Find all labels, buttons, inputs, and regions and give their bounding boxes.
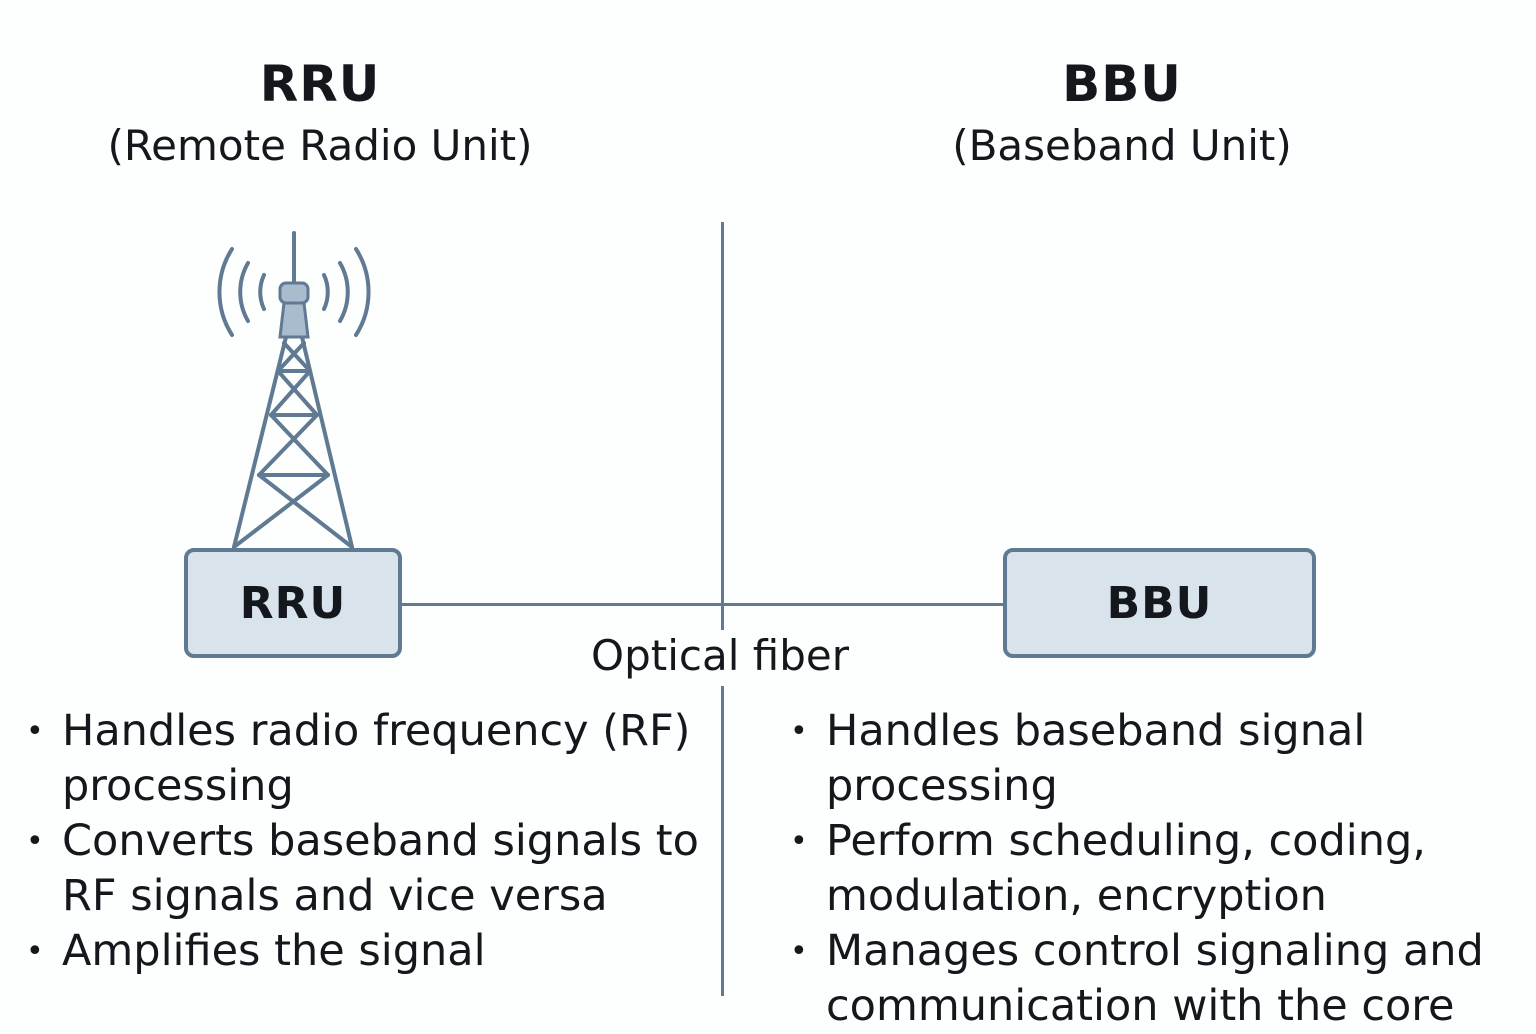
bbu-heading: BBU (Baseband Unit) <box>872 56 1372 172</box>
optical-fiber-line <box>400 603 1006 606</box>
bbu-box: BBU <box>1003 548 1316 658</box>
rru-heading: RRU (Remote Radio Unit) <box>70 56 570 172</box>
bbu-box-label: BBU <box>1106 577 1213 629</box>
bbu-title: BBU <box>1062 55 1182 113</box>
rru-box: RRU <box>184 548 402 658</box>
rru-box-label: RRU <box>239 577 347 629</box>
center-divider-bottom <box>721 686 724 996</box>
bbu-subtitle: (Baseband Unit) <box>952 121 1292 170</box>
bbu-bullet: Handles baseband signal processing <box>790 704 1530 814</box>
center-divider-top <box>721 222 724 634</box>
rru-bullet-list: Handles radio frequency (RF) processing … <box>26 704 706 979</box>
rru-bullet: Converts baseband signals to RF signals … <box>26 814 706 924</box>
optical-fiber-label: Optical fiber <box>560 630 880 682</box>
bbu-bullet: Perform scheduling, coding, modulation, … <box>790 814 1530 924</box>
bbu-bullet: Manages control signaling and communicat… <box>790 924 1530 1034</box>
bbu-bullet-list: Handles baseband signal processing Perfo… <box>790 704 1530 1034</box>
radio-tower-icon <box>217 231 371 549</box>
rru-title: RRU <box>259 55 381 113</box>
rru-bullet: Amplifies the signal <box>26 924 706 979</box>
rru-subtitle: (Remote Radio Unit) <box>107 121 533 170</box>
rru-bullet: Handles radio frequency (RF) processing <box>26 704 706 814</box>
